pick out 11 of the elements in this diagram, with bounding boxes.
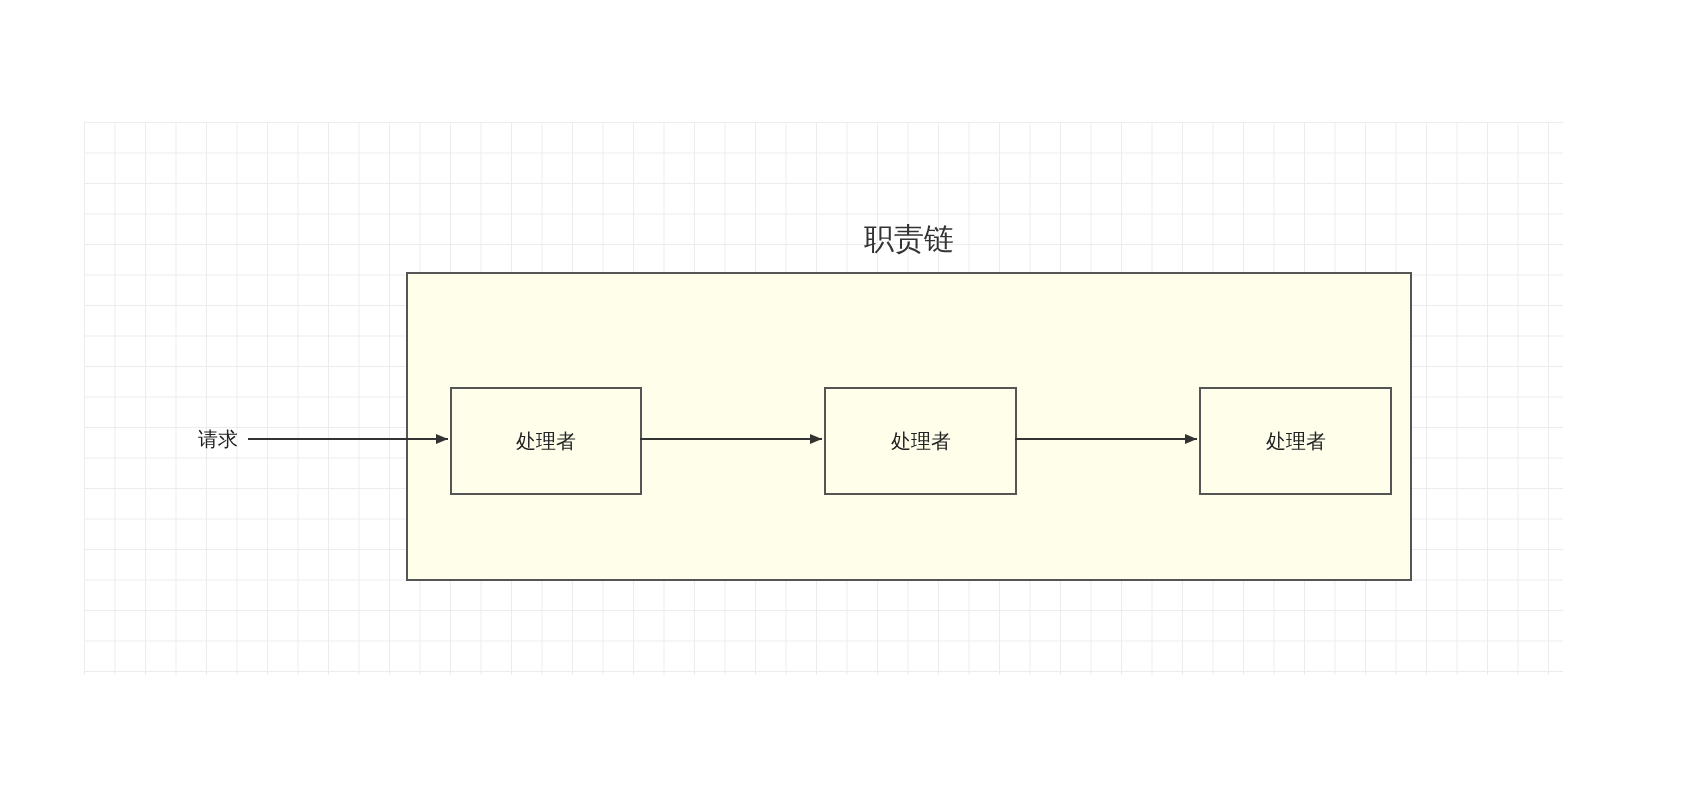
node-label: 处理者: [1265, 428, 1326, 455]
node-label: 请求: [198, 426, 238, 453]
node-label: 处理者: [516, 428, 576, 455]
node-label: 处理者: [890, 428, 951, 455]
process-box: [1199, 387, 1392, 495]
arrow: [639, 434, 823, 444]
group-title: 职责链: [864, 220, 954, 258]
arrow: [247, 434, 449, 444]
process-box: [450, 387, 642, 495]
process-box: [824, 387, 1017, 495]
arrow: [1014, 434, 1198, 444]
